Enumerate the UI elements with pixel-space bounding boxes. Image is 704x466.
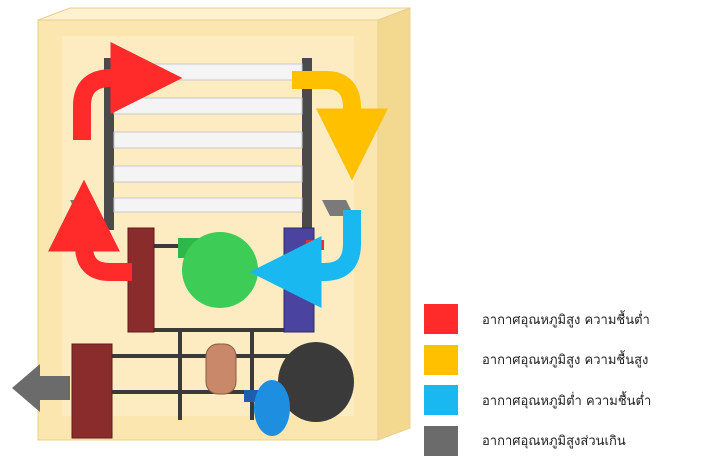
legend-item-excess-heat: อากาศอุณหภูมิสูงส่วนเกิน xyxy=(424,426,704,456)
shelf-tray-5 xyxy=(114,198,302,212)
legend-label: อากาศอุณหภูมิสูง ความชื้นต่ำ xyxy=(482,309,650,330)
condenser xyxy=(72,344,112,438)
shelf-tray-4 xyxy=(114,166,302,182)
legend-item-high-temp-low-humidity: อากาศอุณหภูมิสูง ความชื้นต่ำ xyxy=(424,304,704,334)
pump xyxy=(254,380,290,436)
shelf-tray-2 xyxy=(114,98,302,114)
cabinet-top xyxy=(38,8,410,20)
legend-item-high-temp-high-humidity: อากาศอุณหภูมิสูง ความชื้นสูง xyxy=(424,345,704,375)
fan xyxy=(182,232,258,308)
legend-item-low-temp-low-humidity: อากาศอุณหภูมิต่ำ ความชื้นต่ำ xyxy=(424,385,704,415)
filter-drier xyxy=(206,344,236,394)
legend: อากาศอุณหภูมิสูง ความชื้นต่ำ อากาศอุณหภู… xyxy=(424,304,704,466)
shelf-tray-3 xyxy=(114,132,302,148)
cabinet-side xyxy=(378,8,410,440)
shelf-tray-1 xyxy=(114,64,302,80)
legend-swatch-gray xyxy=(424,426,458,456)
legend-swatch-blue xyxy=(424,385,458,415)
legend-label: อากาศอุณหภูมิสูง ความชื้นสูง xyxy=(482,349,648,370)
legend-label: อากาศอุณหภูมิต่ำ ความชื้นต่ำ xyxy=(482,390,651,411)
expansion-valve xyxy=(306,240,324,250)
legend-swatch-red xyxy=(424,304,458,334)
legend-label: อากาศอุณหภูมิสูงส่วนเกิน xyxy=(482,430,626,451)
legend-swatch-yellow xyxy=(424,345,458,375)
